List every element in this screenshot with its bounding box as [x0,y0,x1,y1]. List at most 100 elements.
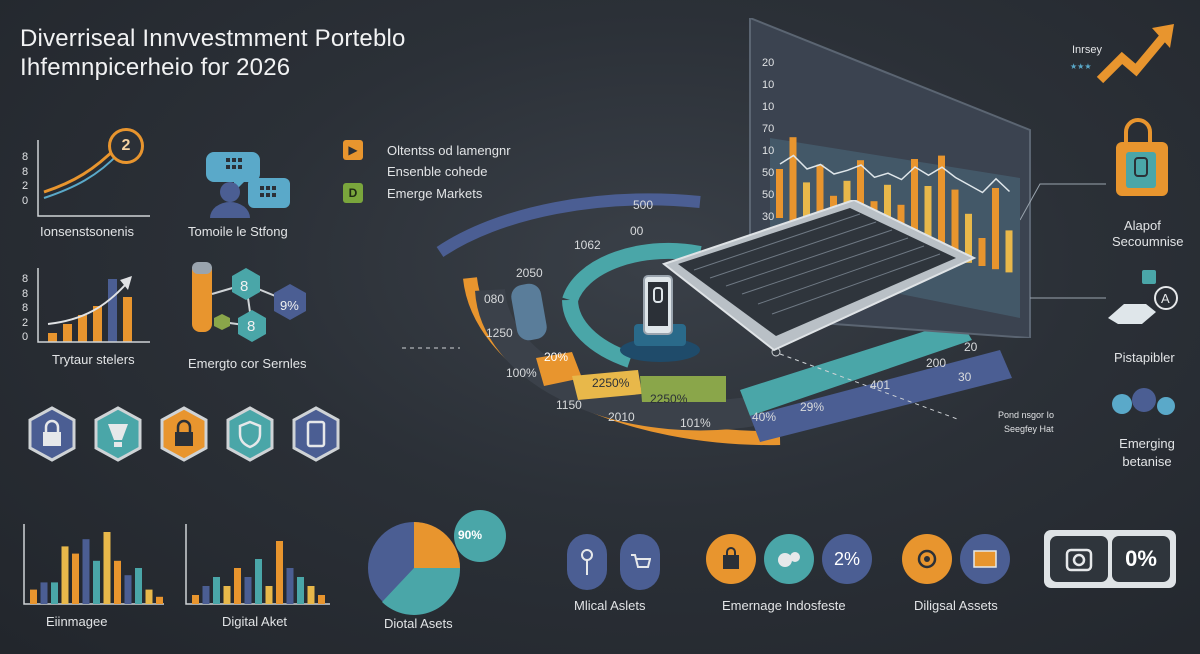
screen-bar [951,189,959,260]
arc-label-29: 29% [800,400,825,414]
page-title: Diverriseal Innvvestmment Porteblo Ihfem… [20,24,406,82]
title-line-2: Ihfemnpicerheio for 2026 [20,54,291,81]
chart1-label: Ionsenstsonenis [40,224,134,239]
arc-label-1150: 1150 [556,398,582,412]
bottom-bar [223,586,231,604]
svg-text:A: A [1161,291,1170,306]
photo-card-icon[interactable] [960,534,1010,584]
title-line-1: Diverriseal Innvvestmment Porteblo [20,25,406,52]
people-label: Tomoile le Stfong [188,224,288,239]
arc-label-1062: 1062 [574,238,601,252]
arc-label-100: 100% [506,366,537,380]
group1-label: Mlical Aslets [574,598,646,613]
bottom-bar [297,577,304,604]
lock-hex-icon[interactable] [28,406,76,462]
lamp-hex-icon[interactable] [94,406,142,462]
bottom-bar [103,532,111,604]
bottom-bar [30,589,37,604]
bottom-bar [244,577,252,604]
screen-bar [857,160,864,238]
bottom-bar [213,577,220,604]
key-icon[interactable] [567,534,607,590]
screen-bar [924,186,932,254]
screen-bar [776,169,783,218]
tablet-hex-icon[interactable] [292,406,340,462]
chart2-yaxis: 8 8 8 2 0 [22,273,29,343]
play-marker-icon: ▶ [343,140,363,160]
bottom-bar [276,541,283,604]
padlock-hex-icon[interactable] [160,406,208,462]
screen-bar [803,182,810,225]
group2-pct: 2% [822,534,872,584]
hex-label: Emergto cor Sernles [188,356,307,371]
screen-bar [789,137,797,222]
screen-bar [992,188,999,270]
bottom-chart-1-label: Eiinmagee [46,614,108,629]
legend-text-1: Oltentss od lamengnr [387,142,511,158]
arc-label-101: 101% [680,416,711,430]
screen-bar [816,164,824,228]
globe-icon[interactable] [764,534,814,584]
bottom-bar [307,586,315,604]
bottom-bar [286,568,294,604]
pie-pct: 90% [458,528,483,542]
chart1-yaxis: 8 8 2 0 [22,151,29,207]
hex-value-2: 8 [247,318,256,335]
screen-line [779,154,1011,194]
bottom-bar [51,582,58,604]
pie-chart [368,510,506,615]
arc-label-200: 200 [926,356,947,370]
screen-bar [938,155,945,257]
lock-label-2: Secoumnise [1112,234,1184,249]
arc-label-401: 401 [870,378,891,392]
bottom-bar [192,595,199,604]
bottom-bar [318,595,325,604]
arc-label-080: 080 [484,292,505,306]
bottom-bar [255,559,262,604]
screen-bar [911,159,918,250]
hex-icon-row [28,406,340,462]
arc-label-2285: 2250% [650,392,688,406]
arc-label-500: 500 [633,198,654,212]
arc-label-2010: 2010 [608,410,635,424]
bottom-chart-2-label: Digital Aket [222,614,288,629]
camera-icon[interactable] [1050,536,1108,582]
arc-label-00: 00 [630,224,644,238]
stacked-bars-chart [37,268,150,343]
bottom-bar [156,596,163,604]
hex-molecule-icon [192,262,306,342]
bottom-bar [61,546,69,604]
chart2-bar [48,333,57,342]
chart2-bar [108,279,117,342]
arc-label-40: 40% [752,410,777,424]
bottom-bar [124,575,132,604]
bottom-bar-chart-2 [185,524,330,605]
chart2-bar [63,324,72,342]
laptop-keyboard [661,200,977,352]
refresh-icon[interactable] [902,534,952,584]
arc-label-1250: 1250 [486,326,513,340]
screen-bar [965,213,972,263]
d-marker-icon: D [343,183,363,203]
shopping-bag-icon[interactable] [706,534,756,584]
arc-label-20: 20 [964,340,978,354]
bottom-bar [40,582,48,604]
lock-label-1: Alapof [1124,218,1161,233]
screen-bar [1005,230,1013,273]
emerging-label-1: Emerging [1119,436,1175,451]
hex-value-1: 8 [240,278,249,295]
bottom-bar [82,539,90,604]
arc-label-2050: 2050 [516,266,543,280]
chart2-bar [78,315,87,342]
shield-hex-icon[interactable] [226,406,274,462]
arc-label-30: 30 [958,370,972,384]
people-chat-icon [206,152,290,218]
rating-stars: ★★★ [1070,62,1092,71]
hex-pct: 9% [280,298,299,313]
arc-label-20pct: 20% [544,350,569,364]
phone-device-icon [620,275,700,362]
emerging-gears-icon [1112,388,1175,415]
hand-label: Pistapibler [1114,350,1175,365]
legend-item-1: ▶ Oltentss od lamengnr [343,140,511,160]
cart-icon[interactable] [620,534,660,590]
